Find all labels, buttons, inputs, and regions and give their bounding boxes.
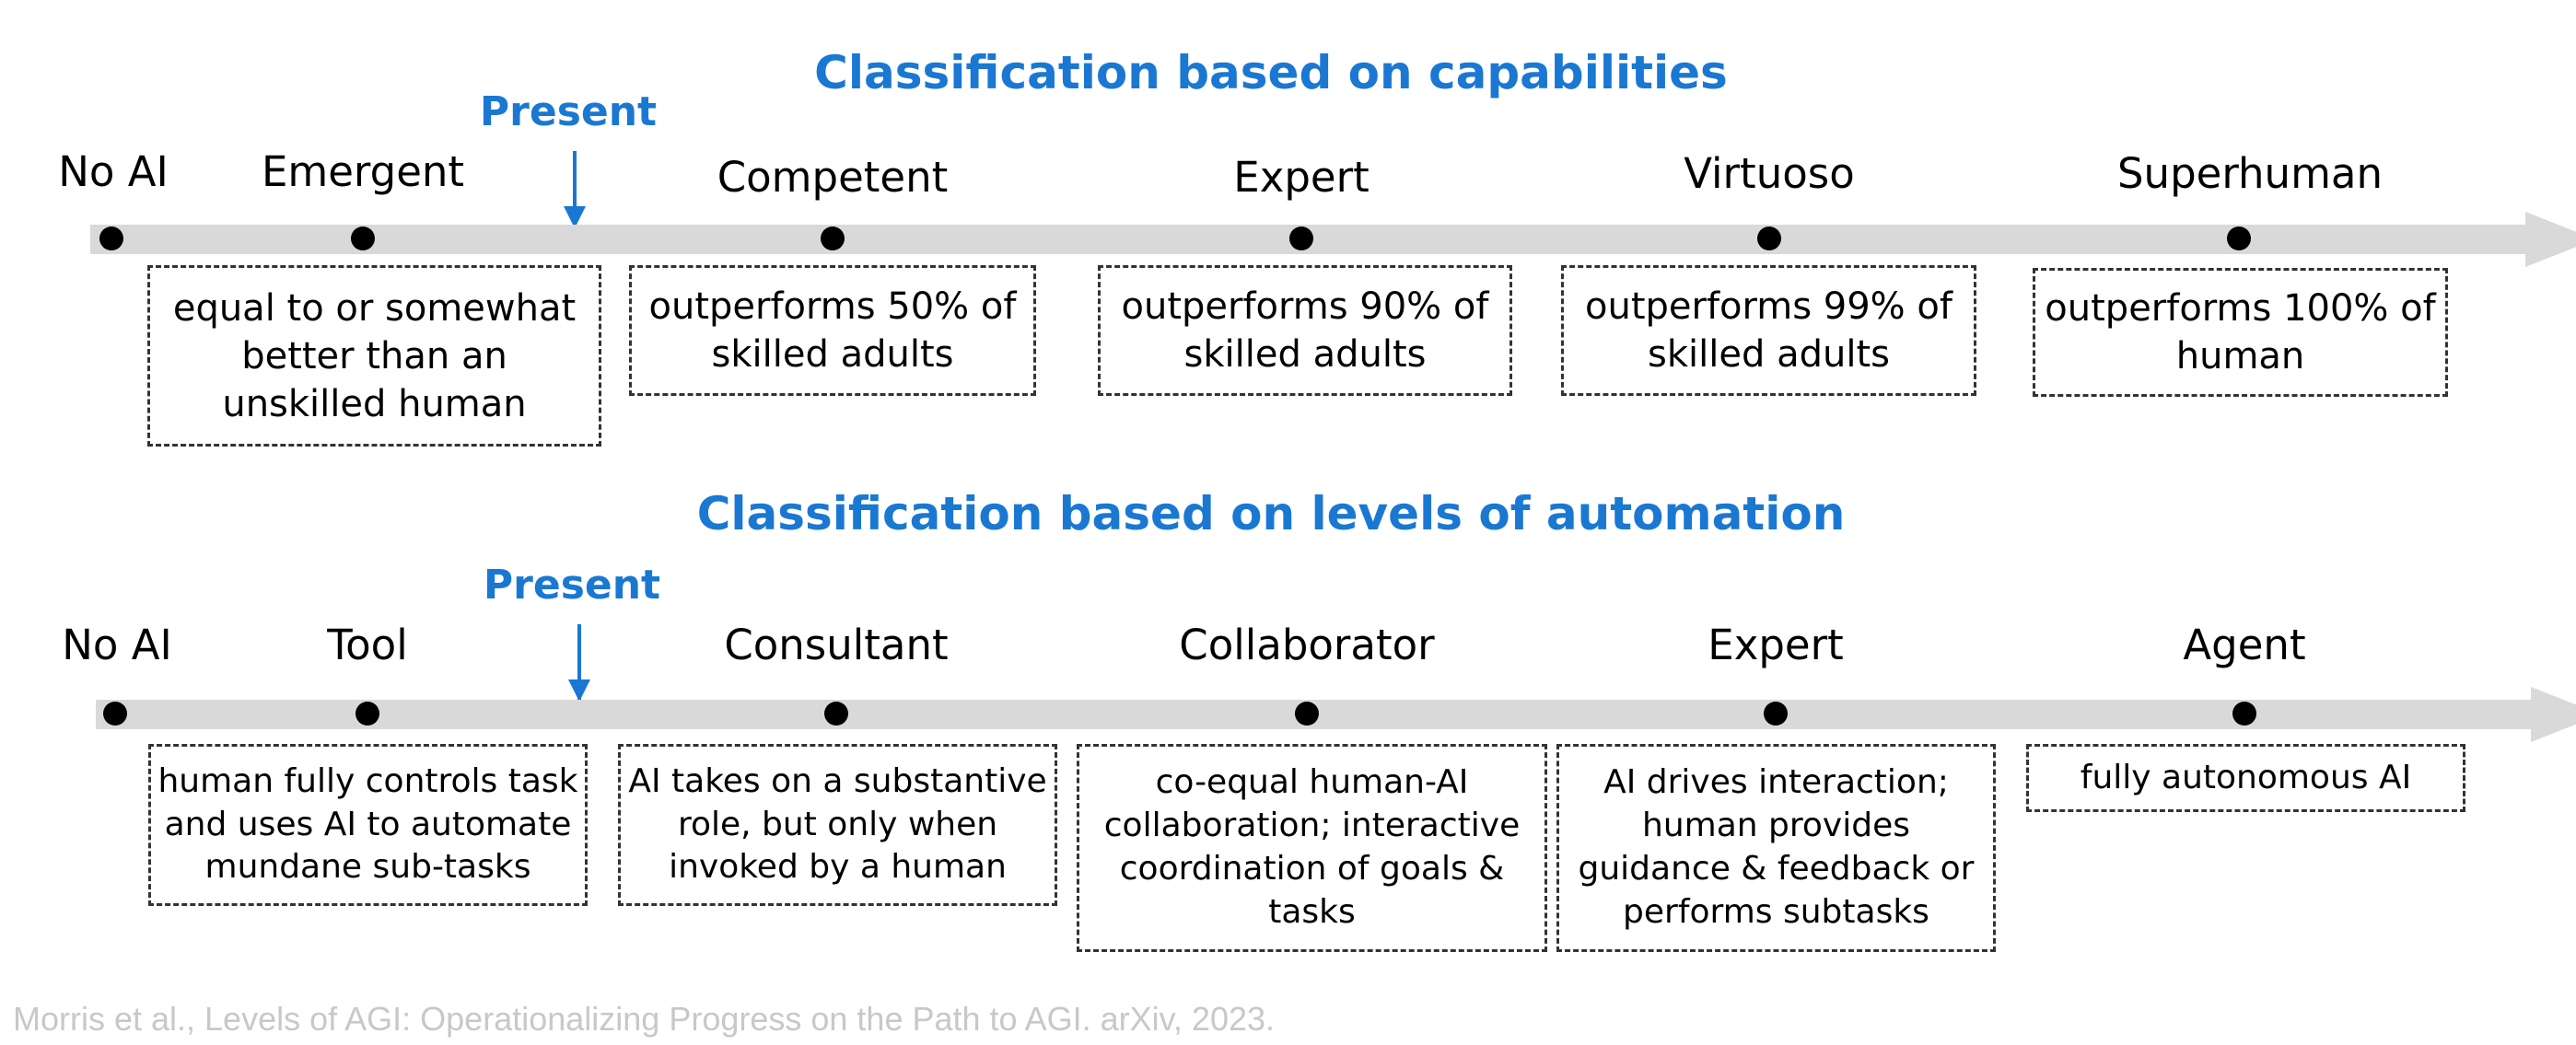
automation-level-label-no-ai: No AI [62, 621, 172, 669]
capabilities-dot-no-ai [99, 226, 123, 250]
automation-dot-no-ai [103, 702, 127, 726]
capabilities-dot-expert [1289, 226, 1313, 250]
automation-dot-collaborator [1295, 702, 1319, 726]
automation-level-label-expert: Expert [1708, 621, 1844, 669]
capabilities-desc-virtuoso: outperforms 99% of skilled adults [1561, 265, 1976, 396]
capabilities-level-label-superhuman: Superhuman [2116, 149, 2384, 198]
capabilities-dot-virtuoso [1757, 226, 1781, 250]
automation-present-arrow [568, 624, 590, 702]
automation-level-label-tool: Tool [327, 621, 408, 669]
automation-dot-expert [1764, 702, 1788, 726]
automation-dot-consultant [824, 702, 848, 726]
automation-title: Classification based on levels of automa… [696, 487, 1846, 540]
automation-desc-consultant: AI takes on a substantive role, but only… [618, 744, 1057, 906]
automation-level-label-consultant: Consultant [724, 621, 949, 669]
capabilities-present-arrow [564, 151, 586, 228]
capabilities-level-label-virtuoso: Virtuoso [1684, 149, 1855, 198]
citation: Morris et al., Levels of AGI: Operationa… [13, 1000, 1276, 1038]
capabilities-dot-competent [821, 226, 845, 250]
capabilities-desc-expert: outperforms 90% of skilled adults [1098, 265, 1512, 396]
automation-desc-agent: fully autonomous AI [2026, 744, 2465, 812]
capabilities-desc-emergent: equal to or somewhat better than an unsk… [147, 265, 601, 447]
capabilities-level-label-emergent: Emergent [261, 147, 465, 196]
automation-present-label: Present [483, 562, 661, 609]
capabilities-level-label-expert: Expert [1233, 153, 1370, 202]
capabilities-level-label-competent: Competent [717, 153, 949, 202]
capabilities-present-label: Present [479, 88, 658, 135]
automation-level-label-agent: Agent [2183, 621, 2306, 669]
automation-desc-collaborator: co-equal human-AI collaboration; interac… [1077, 744, 1547, 952]
automation-dot-tool [356, 702, 379, 726]
capabilities-dot-superhuman [2227, 226, 2251, 250]
capabilities-dot-emergent [351, 226, 375, 250]
capabilities-desc-superhuman: outperforms 100% of human [2033, 268, 2448, 397]
capabilities-level-label-no-ai: No AI [58, 147, 169, 196]
capabilities-axis-arrowhead [2525, 212, 2576, 267]
automation-level-label-collaborator: Collaborator [1179, 621, 1435, 669]
automation-dot-agent [2232, 702, 2256, 726]
automation-desc-expert: AI drives interaction; human provides gu… [1556, 744, 1996, 952]
automation-axis-arrowhead [2531, 687, 2576, 742]
capabilities-title: Classification based on capabilities [814, 46, 1728, 99]
automation-desc-tool: human fully controls task and uses AI to… [148, 744, 588, 906]
capabilities-desc-competent: outperforms 50% of skilled adults [629, 265, 1036, 396]
